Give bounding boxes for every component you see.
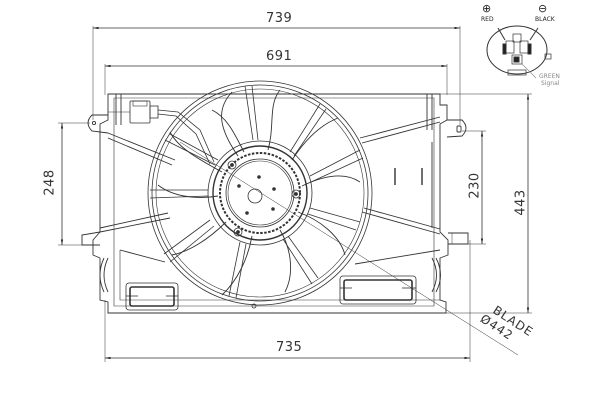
dim-label-443: 443 [513,189,529,216]
hub-bolts [237,175,276,215]
frame-connector [108,100,215,165]
blade-diameter-leader [179,141,519,356]
positive-terminal-label: RED [481,16,494,23]
dim-label-248: 248 [42,169,58,196]
drain-hole [251,303,257,309]
dimension-691 [104,64,448,95]
dim-label-739: 739 [266,11,293,26]
right-vent [339,275,417,305]
dim-label-691: 691 [266,49,293,64]
dimension-230 [462,130,486,245]
connector-pinout [486,25,552,79]
fan-ring [147,80,373,306]
left-vent [125,282,179,311]
fan-spokes [149,85,364,299]
negative-terminal-symbol: ⊖ [538,2,548,15]
dimension-248 [58,122,90,246]
positive-terminal-symbol: ⊕ [482,2,492,15]
shroud-frame [81,93,469,314]
signal-wire-label: GREEN [539,73,560,80]
dimension-443 [440,93,532,314]
dimension-739 [92,26,461,125]
signal-wire-sublabel: Signal [541,80,560,87]
motor-hub [207,140,313,246]
dimension-735 [104,240,471,362]
negative-terminal-label: BLACK [535,16,555,23]
dim-label-230: 230 [467,172,483,199]
dim-label-735: 735 [276,340,303,355]
